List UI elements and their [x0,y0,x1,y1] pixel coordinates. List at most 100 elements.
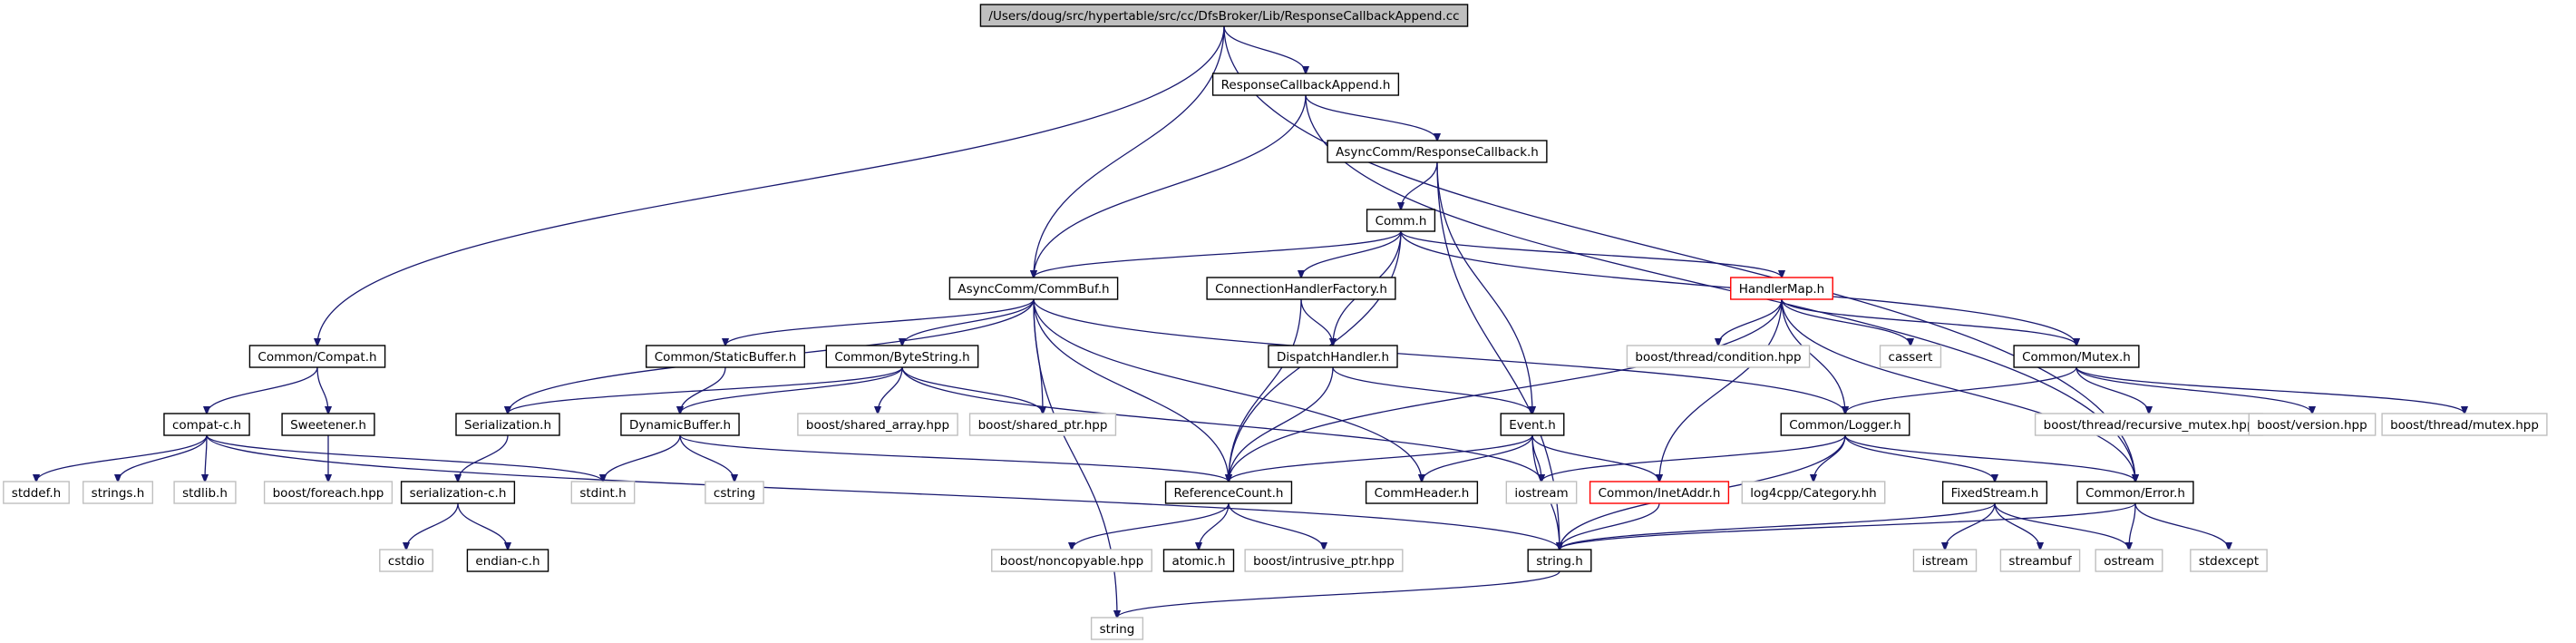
edge-bstr-to-bsp [901,366,1043,414]
edge-dbuf-to-stdint [603,434,681,482]
node-cond-label: boost/thread/condition.hpp [1635,350,1801,365]
node-dh-box [1268,345,1398,368]
node-endianc-label: endian-c.h [475,554,540,569]
node-ostream: ostream [2095,549,2163,572]
node-bip: boost/intrusive_ptr.hpp [1244,549,1404,572]
edge-mutex-to-btm [2075,366,2464,414]
node-cheader-box [1365,481,1479,504]
node-mutex[interactable]: Common/Mutex.h [2013,345,2140,368]
node-mutex-label: Common/Mutex.h [2022,350,2131,365]
node-hmap[interactable]: HandlerMap.h [1730,277,1833,300]
node-hmap-box [1730,277,1833,300]
edge-hmap-to-cond [1718,298,1783,346]
edge-stringh-to-string [1117,570,1560,618]
node-istream-box [1912,549,1978,572]
node-bforeach-label: boost/foreach.hpp [273,486,384,501]
node-root-box [979,4,1469,27]
edge-err-to-stringh [1560,502,2136,550]
edge-root-to-rcaH [1223,25,1306,73]
edge-commbuf-to-bstr [902,298,1035,346]
node-dbuf[interactable]: DynamicBuffer.h [620,413,740,436]
node-sbuf-label: Common/StaticBuffer.h [655,350,797,365]
node-bsa: boost/shared_array.hpp [797,413,958,436]
node-stddef-box [3,481,70,504]
node-err[interactable]: Common/Error.h [2076,481,2194,504]
node-fstream[interactable]: FixedStream.h [1941,481,2048,504]
node-dh[interactable]: DispatchHandler.h [1268,345,1398,368]
node-cond-box [1626,345,1811,368]
edge-commbuf-to-cheader [1033,298,1422,482]
node-cheader[interactable]: CommHeader.h [1365,481,1479,504]
node-cstdio: cstdio [379,549,433,572]
node-root-label: /Users/doug/src/hypertable/src/cc/DfsBro… [988,9,1459,24]
node-ser-label: Serialization.h [464,418,551,433]
edge-rcaH-to-commbuf [1034,94,1307,278]
node-bsp: boost/shared_ptr.hpp [968,413,1117,436]
node-commH-box [1366,209,1436,232]
node-compat[interactable]: Common/Compat.h [248,345,386,368]
node-string: string [1090,617,1144,640]
node-refcount[interactable]: ReferenceCount.h [1164,481,1293,504]
node-event[interactable]: Event.h [1500,413,1565,436]
node-ser-box [455,413,560,436]
node-commH-label: Comm.h [1375,214,1427,229]
node-rcH[interactable]: AsyncComm/ResponseCallback.h [1327,140,1548,163]
edge-refcount-to-atomic [1199,502,1230,550]
edge-compatc-to-stdint [206,434,603,482]
edge-commH-to-hmap [1400,230,1782,278]
edge-compat-to-compatc [207,366,318,414]
node-bsa-box [797,413,958,436]
node-stdlib: stdlib.h [173,481,237,504]
node-endianc[interactable]: endian-c.h [466,549,549,572]
node-compatc-label: compat-c.h [172,418,241,433]
node-inetaddr[interactable]: Common/InetAddr.h [1589,481,1730,504]
node-commbuf-label: AsyncComm/CommBuf.h [957,282,1109,297]
node-bforeach: boost/foreach.hpp [263,481,394,504]
node-commbuf[interactable]: AsyncComm/CommBuf.h [948,277,1119,300]
node-stringh[interactable]: string.h [1527,549,1592,572]
edge-chf-to-dh [1300,298,1333,346]
node-chf[interactable]: ConnectionHandlerFactory.h [1206,277,1396,300]
node-inetaddr-label: Common/InetAddr.h [1599,486,1721,501]
node-strings-box [82,481,154,504]
node-sweet[interactable]: Sweetener.h [281,413,375,436]
edges-layer [36,25,2464,618]
edge-root-to-commbuf [1034,25,1225,278]
node-hmap-label: HandlerMap.h [1739,282,1825,297]
node-commH[interactable]: Comm.h [1366,209,1436,232]
node-cstring-box [705,481,764,504]
node-atomic[interactable]: atomic.h [1162,549,1235,572]
node-serc[interactable]: serialization-c.h [400,481,516,504]
node-streambuf: streambuf [1999,549,2081,572]
node-sbuf[interactable]: Common/StaticBuffer.h [646,345,805,368]
node-cstring-label: cstring [714,486,755,501]
node-bnc-label: boost/noncopyable.hpp [1000,554,1143,569]
node-iostream: iostream [1505,481,1578,504]
edge-event-to-refcount [1229,434,1533,482]
node-stdint-box [570,481,636,504]
node-logger[interactable]: Common/Logger.h [1780,413,1910,436]
node-rcaH[interactable]: ResponseCallbackAppend.h [1211,73,1400,96]
node-stdexcept-box [2190,549,2268,572]
node-bstr[interactable]: Common/ByteString.h [825,345,979,368]
node-stdexcept: stdexcept [2190,549,2268,572]
node-compatc[interactable]: compat-c.h [163,413,250,436]
node-sweet-box [281,413,375,436]
edge-compatc-to-stddef [36,434,208,482]
node-dbuf-box [620,413,740,436]
node-root[interactable]: /Users/doug/src/hypertable/src/cc/DfsBro… [979,4,1469,27]
node-cassert: cassert [1879,345,1942,368]
edge-serc-to-endianc [457,502,508,550]
node-compat-label: Common/Compat.h [258,350,376,365]
node-ser[interactable]: Serialization.h [455,413,560,436]
node-brm: boost/thread/recursive_mutex.hpp [2034,413,2264,436]
node-ostream-label: ostream [2104,554,2154,569]
node-btm-box [2381,413,2548,436]
edge-rcH-to-stringh [1436,161,1560,550]
node-bip-label: boost/intrusive_ptr.hpp [1253,554,1395,569]
node-cassert-label: cassert [1889,350,1933,365]
edge-serc-to-cstdio [406,502,459,550]
node-ostream-box [2095,549,2163,572]
node-streambuf-label: streambuf [2008,554,2072,569]
